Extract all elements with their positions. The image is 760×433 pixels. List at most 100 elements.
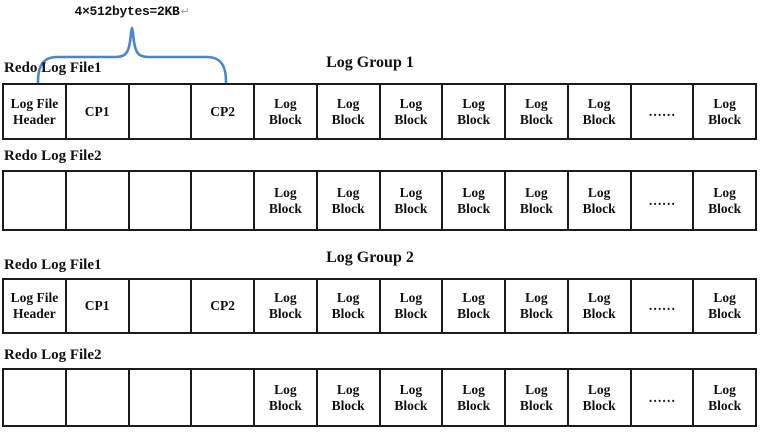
cell-text-line: CP2 [210, 298, 235, 313]
cell-text-line: Block [268, 200, 302, 216]
cell-text-line: Log [525, 290, 548, 305]
cell-text-line: Log [462, 184, 485, 200]
cp2-cell: CP2 [192, 280, 255, 332]
cell-text-line: Block [519, 111, 553, 127]
ellipsis-cell: …… [632, 370, 695, 425]
cell-text-line: Block [268, 306, 302, 321]
cell-text-line: Log [399, 95, 423, 111]
empty-cell [192, 370, 255, 425]
empty-cell [130, 280, 193, 332]
redo-log-file-label: Redo Log File2 [4, 148, 102, 164]
redo-log-file-label: Redo Log File2 [4, 347, 102, 363]
redo-log-file-label: Redo Log File1 [4, 257, 102, 273]
cell-text-line: Block [394, 200, 428, 216]
cell-text-line: …… [648, 389, 676, 405]
cp1-cell: CP1 [67, 280, 130, 332]
cell-text-line: Log [336, 381, 360, 397]
log-group-title: Log Group 1 [326, 54, 414, 71]
cell-text-line: …… [648, 103, 676, 119]
ellipsis-cell: …… [632, 172, 695, 229]
cell-text-line: Log [587, 184, 611, 200]
cell-text-line: CP1 [84, 103, 110, 119]
cell-text-line: Log [462, 381, 485, 397]
cell-text-line: CP1 [84, 298, 110, 313]
cell-text-line: Block [457, 306, 491, 321]
size-annotation-text: 4×512bytes=2KB [74, 4, 180, 19]
empty-cell [67, 172, 130, 229]
cell-text-line: CP2 [210, 103, 235, 119]
cell-text-line: Log [525, 95, 548, 111]
cell-text-line: Log [399, 381, 423, 397]
cell-text-line: Block [457, 397, 491, 413]
cell-text-line: Block [519, 200, 553, 216]
size-annotation: 4×512bytes=2KB↵ [30, 4, 234, 19]
log-group-title: Log Group 2 [326, 249, 414, 266]
cell-text-line: Log [399, 184, 423, 200]
cell-text-line: Block [708, 111, 742, 127]
empty-cell [67, 370, 130, 425]
cell-text-line: Log [587, 290, 611, 305]
cell-text-line: Log [713, 381, 736, 397]
return-mark: ↵ [180, 6, 190, 18]
cell-text-line: Log [587, 381, 611, 397]
cell-text-line: Block [331, 200, 365, 216]
cell-text-line: Block [519, 306, 553, 321]
cell-text-line: …… [648, 192, 676, 208]
cp2-cell: CP2 [192, 85, 255, 138]
empty-cell [192, 172, 255, 229]
cell-text-line: Block [582, 111, 616, 127]
cell-text-line: Log [525, 381, 548, 397]
cp1-cell: CP1 [67, 85, 130, 138]
cell-text-line: Block [268, 111, 302, 127]
empty-cell [4, 370, 67, 425]
cell-text-line: Block [582, 306, 616, 321]
cell-text-line: Log [587, 95, 611, 111]
cell-text-line: Block [331, 111, 365, 127]
cell-text-line: Log [713, 95, 736, 111]
cell-text-line: Block [582, 200, 616, 216]
cell-text-line: Block [394, 111, 428, 127]
cell-text-line: Header [13, 306, 56, 321]
cell-text-line: Log [274, 184, 297, 200]
brace-path [36, 26, 228, 84]
cell-text-line: Log [336, 184, 360, 200]
cell-text-line: Block [457, 200, 491, 216]
cell-text-line: Block [331, 397, 365, 413]
cell-text-line: Block [708, 306, 742, 321]
cell-text-line: Block [582, 397, 616, 413]
empty-cell [130, 172, 193, 229]
cell-text-line: Log [399, 290, 423, 305]
cell-text-line: Log [462, 290, 485, 305]
cell-text-line: Block [457, 111, 491, 127]
cell-text-line: Block [519, 397, 553, 413]
cell-text-line: Block [394, 306, 428, 321]
empty-cell [130, 370, 193, 425]
cell-text-line: Block [331, 306, 365, 321]
cell-text-line: Log [274, 290, 297, 305]
brace-icon [36, 26, 228, 84]
ellipsis-cell: …… [632, 280, 695, 332]
